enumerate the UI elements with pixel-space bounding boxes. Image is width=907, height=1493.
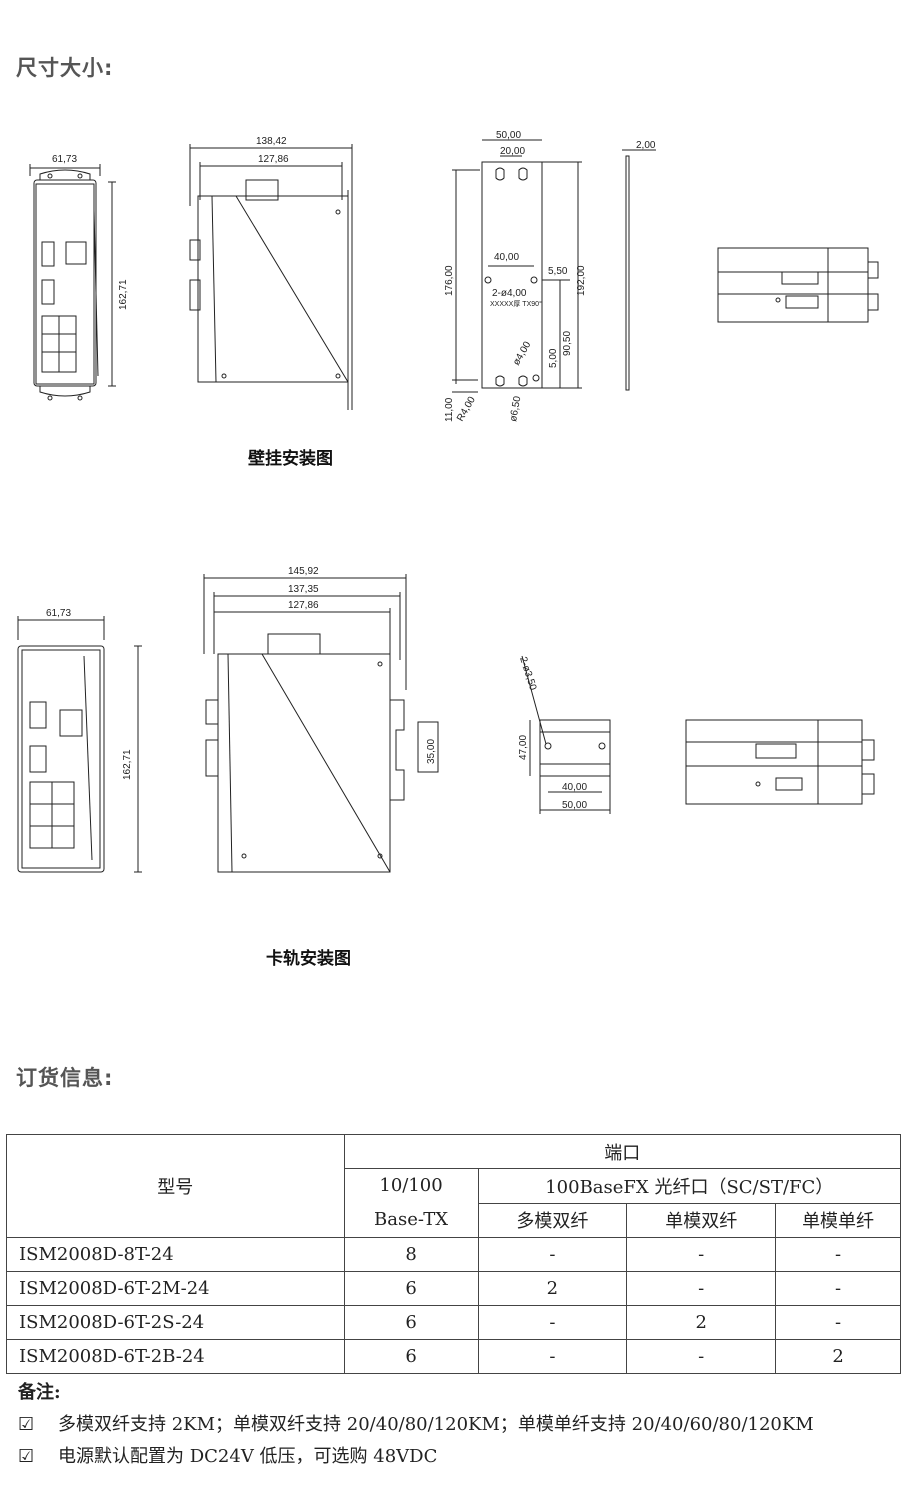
header-tx-line2: Base-TX <box>374 1209 449 1230</box>
cell-model: ISM2008D-6T-2B-24 <box>6 1339 345 1374</box>
cell-smd: - <box>626 1271 777 1306</box>
dim-label: 162,71 <box>118 279 129 310</box>
dim-label: 2-ø3,50 <box>517 656 538 693</box>
dim-label: 40,00 <box>562 782 587 793</box>
note-text: 多模双纤支持 2KM；单模双纤支持 20/40/80/120KM；单模单纤支持 … <box>58 1414 814 1435</box>
checkbox-icon: ☑ <box>18 1414 35 1435</box>
table-row: ISM2008D-6T-2M-24 6 2 - - <box>6 1271 901 1306</box>
cell-model: ISM2008D-6T-2M-24 <box>6 1271 345 1306</box>
cell-mm: - <box>477 1305 628 1340</box>
dim-label: 50,00 <box>562 800 587 811</box>
wall-plate-edge <box>622 149 656 391</box>
dim-label: 138,42 <box>256 136 287 147</box>
dim-label: 192,00 <box>576 265 587 296</box>
note-item: ☑ 电源默认配置为 DC24V 低压，可选购 48VDC <box>18 1442 437 1468</box>
dim-label: XXXXX厚 TX90° <box>490 300 542 308</box>
wall-side-view <box>189 144 353 410</box>
rail-mount-caption: 卡轨安装图 <box>266 949 351 969</box>
cell-smd: - <box>626 1339 777 1374</box>
notes-title: 备注: <box>18 1382 61 1403</box>
dim-label: ø4,00 <box>511 339 534 367</box>
dim-label: 127,86 <box>258 154 289 165</box>
ordering-title: 订货信息: <box>16 1066 114 1090</box>
header-mm-dual: 多模双纤 <box>477 1202 628 1238</box>
header-tx-line1: 10/100 <box>379 1175 443 1196</box>
dim-label: 35,00 <box>426 739 437 764</box>
dim-label: 40,00 <box>494 252 519 263</box>
cell-tx: 8 <box>343 1237 479 1272</box>
dim-label: ø6,50 <box>508 395 523 423</box>
dimensions-title: 尺寸大小: <box>16 56 114 80</box>
checkbox-icon: ☑ <box>18 1446 35 1467</box>
dim-label: 20,00 <box>500 146 525 157</box>
order-table: 型号 端口 10/100 Base-TX 100BaseFX 光纤口（SC/ST… <box>6 1134 902 1374</box>
cell-model: ISM2008D-8T-24 <box>6 1237 345 1272</box>
note-item: ☑ 多模双纤支持 2KM；单模双纤支持 20/40/80/120KM；单模单纤支持… <box>18 1410 814 1436</box>
dim-label: 137,35 <box>288 584 319 595</box>
cell-smd: 2 <box>626 1305 777 1340</box>
rail-dimension-labels: 61,73 162,71 145,92 137,35 127,86 35,00 … <box>46 566 587 811</box>
dim-label: 47,00 <box>518 735 529 760</box>
header-fx: 100BaseFX 光纤口（SC/ST/FC） <box>477 1168 901 1204</box>
dim-label: 5,00 <box>548 348 559 368</box>
rail-side-view <box>203 574 439 873</box>
wall-mount-caption: 壁挂安装图 <box>248 449 333 469</box>
rail-top-view <box>685 719 875 805</box>
cell-sms: 2 <box>775 1339 901 1374</box>
dim-label: 127,86 <box>288 600 319 611</box>
dim-label: 5,50 <box>548 266 568 277</box>
dim-label: 145,92 <box>288 566 319 577</box>
cell-tx: 6 <box>343 1339 479 1374</box>
wall-dimension-labels: 61,73 162,71 138,42 127,86 50,00 20,00 1… <box>52 130 656 424</box>
cell-mm: - <box>477 1339 628 1374</box>
dim-label: 61,73 <box>52 154 77 165</box>
cell-sms: - <box>775 1271 901 1306</box>
cell-mm: 2 <box>477 1271 628 1306</box>
wall-front-view <box>29 164 116 401</box>
cell-tx: 6 <box>343 1271 479 1306</box>
table-row: ISM2008D-6T-2S-24 6 - 2 - <box>6 1305 901 1340</box>
table-row: ISM2008D-8T-24 8 - - - <box>6 1237 901 1272</box>
wall-top-view <box>717 247 879 323</box>
dim-label: 162,71 <box>122 749 133 780</box>
dim-label: 2-ø4,00 <box>492 288 527 299</box>
header-model: 型号 <box>6 1134 345 1238</box>
rail-front-view <box>17 616 142 873</box>
header-sm-single: 单模单纤 <box>775 1202 901 1238</box>
dim-label: 11,00 <box>444 397 455 422</box>
cell-tx: 6 <box>343 1305 479 1340</box>
dim-label: 2,00 <box>636 140 656 151</box>
rail-mount-drawing: 61,73 162,71 145,92 137,35 127,86 35,00 … <box>17 566 875 873</box>
dim-label: 50,00 <box>496 130 521 141</box>
wall-mount-drawing: 61,73 162,71 138,42 127,86 50,00 20,00 1… <box>29 130 879 424</box>
dim-label: R4,00 <box>455 395 478 424</box>
note-text: 电源默认配置为 DC24V 低压，可选购 48VDC <box>58 1446 438 1467</box>
table-row: ISM2008D-6T-2B-24 6 - - 2 <box>6 1339 901 1374</box>
dim-label: 61,73 <box>46 608 71 619</box>
cell-sms: - <box>775 1237 901 1272</box>
wall-plate-view <box>452 139 582 393</box>
header-sm-dual: 单模双纤 <box>626 1202 777 1238</box>
cell-smd: - <box>626 1237 777 1272</box>
cell-mm: - <box>477 1237 628 1272</box>
rail-clip-view <box>521 655 611 814</box>
cell-sms: - <box>775 1305 901 1340</box>
dim-label: 176,00 <box>444 265 455 296</box>
dim-label: 90,50 <box>562 331 573 356</box>
cell-model: ISM2008D-6T-2S-24 <box>6 1305 345 1340</box>
header-tx: 10/100 Base-TX <box>343 1168 479 1238</box>
header-ports: 端口 <box>343 1134 902 1169</box>
